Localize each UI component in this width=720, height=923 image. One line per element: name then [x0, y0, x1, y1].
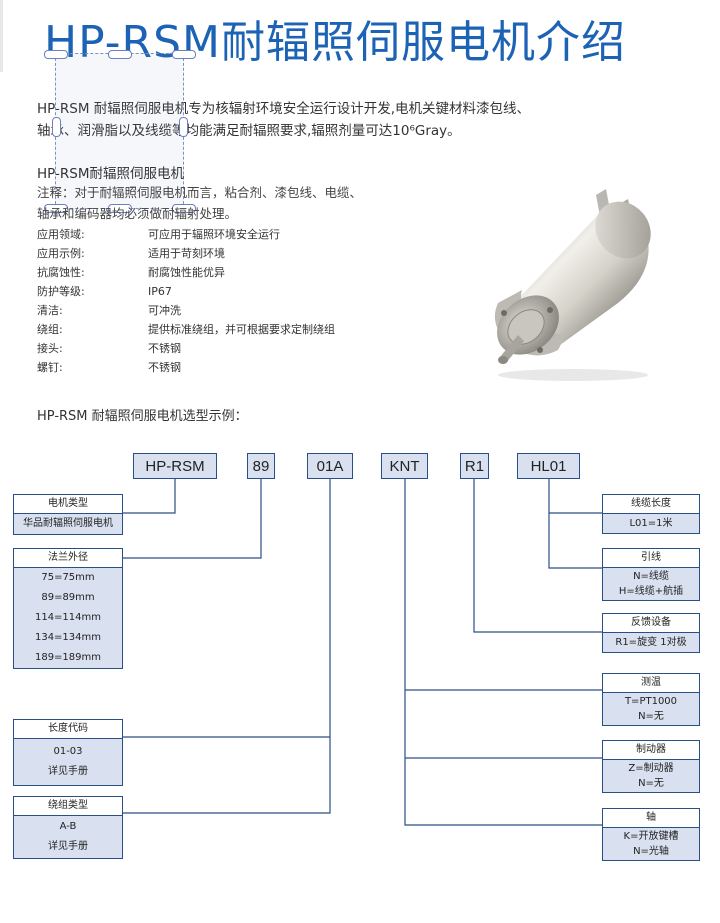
- spec-value: 不锈钢: [148, 361, 181, 374]
- info-box-line: A-B: [59, 821, 77, 832]
- spec-value: 不锈钢: [148, 342, 181, 355]
- page-title: HP-RSM耐辐照伺服电机介绍: [44, 17, 626, 68]
- info-box-line: Z=制动器: [628, 763, 674, 774]
- intro-line: HP-RSM 耐辐照伺服电机专为核辐射环境安全运行设计开发,电机关键材料漆包线、: [37, 101, 531, 117]
- info-box-line: K=开放键槽: [623, 831, 679, 842]
- info-box-line: 详见手册: [48, 766, 88, 777]
- spec-value: IP67: [148, 285, 172, 298]
- spec-key: 清洁:: [37, 304, 63, 317]
- spec-list: 应用领域: 可应用于辐照环境安全运行 应用示例: 适用于苛刻环境 抗腐蚀性: 耐腐蚀性…: [37, 225, 367, 377]
- spec-row: 应用领域: 可应用于辐照环境安全运行: [37, 225, 367, 244]
- note-line: 注释：对于耐辐照伺服电机而言，粘合剂、漆包线、电缆、: [37, 185, 363, 200]
- spec-value: 可应用于辐照环境安全运行: [148, 228, 280, 241]
- selection-example-title: HP-RSM 耐辐照伺服电机选型示例：: [37, 409, 248, 424]
- info-box-line: 详见手册: [48, 841, 88, 852]
- section-title: HP-RSM耐辐照伺服电机: [37, 166, 184, 182]
- spec-value: 耐腐蚀性能优异: [148, 266, 225, 279]
- info-box-cable-length: 线缆长度 L01=1米: [602, 494, 700, 534]
- resize-handle-top-left[interactable]: [44, 50, 68, 59]
- info-box-line: N=无: [638, 778, 664, 789]
- info-box-header: 反馈设备: [603, 614, 699, 633]
- spec-value: 可冲洗: [148, 304, 181, 317]
- info-box-motor-type: 电机类型 华品耐辐照伺服电机: [13, 494, 123, 535]
- resize-handle-bottom-left[interactable]: [44, 204, 68, 213]
- resize-handle-bottom[interactable]: [108, 204, 132, 213]
- spec-row: 绕组: 提供标准绕组，并可根据要求定制绕组: [37, 320, 367, 339]
- spec-key: 接头:: [37, 342, 63, 355]
- info-box-line: 华品耐辐照伺服电机: [23, 518, 113, 529]
- info-box-winding-type: 绕组类型 A-B 详见手册: [13, 796, 123, 859]
- note-paragraph: 注释：对于耐辐照伺服电机而言，粘合剂、漆包线、电缆、 轴承和编码器均必须做耐辐射…: [37, 182, 362, 224]
- info-box-header: 引线: [603, 549, 699, 568]
- servo-motor-image: [494, 189, 651, 381]
- info-box-line: T=PT1000: [624, 696, 678, 707]
- info-box-line: 189=189mm: [34, 652, 102, 663]
- code-cable: HL01: [517, 453, 580, 479]
- resize-handle-top[interactable]: [108, 50, 132, 59]
- info-box-header: 绕组类型: [14, 797, 122, 816]
- selection-frame[interactable]: [44, 50, 196, 213]
- intro-line: 轴承、润滑脂以及线缆等均能满足耐辐照要求,辐照剂量可达10⁶Gray。: [37, 123, 461, 139]
- note-line: 轴承和编码器均必须做耐辐射处理。: [37, 206, 238, 221]
- info-box-line: H=线缆+航插: [618, 586, 684, 597]
- resize-handle-right[interactable]: [179, 117, 188, 137]
- info-box-shaft: 轴 K=开放键槽 N=光轴: [602, 808, 700, 861]
- code-options: KNT: [381, 453, 428, 479]
- info-box-header: 轴: [603, 809, 699, 828]
- code-flange: 89: [247, 453, 275, 479]
- info-box-length-code: 长度代码 01-03 详见手册: [13, 719, 123, 786]
- info-box-header: 法兰外径: [14, 549, 122, 568]
- spec-value: 提供标准绕组，并可根据要求定制绕组: [148, 323, 335, 336]
- info-box-header: 电机类型: [14, 495, 122, 514]
- spec-key: 绕组:: [37, 323, 63, 336]
- info-box-line: R1=旋变 1对极: [615, 637, 687, 648]
- info-box-flange: 法兰外径 75=75mm 89=89mm 114=114mm 134=134mm…: [13, 548, 123, 669]
- spec-key: 应用示例:: [37, 247, 85, 260]
- spec-row: 清洁: 可冲洗: [37, 301, 367, 320]
- info-box-line: 134=134mm: [34, 632, 102, 643]
- info-box-lead: 引线 N=线缆 H=线缆+航插: [602, 548, 700, 601]
- spec-row: 螺钉: 不锈钢: [37, 358, 367, 377]
- code-motor-series: HP-RSM: [133, 453, 217, 479]
- intro-paragraph: HP-RSM 耐辐照伺服电机专为核辐射环境安全运行设计开发,电机关键材料漆包线、…: [37, 98, 697, 142]
- info-box-line: 89=89mm: [41, 592, 95, 603]
- spec-key: 抗腐蚀性:: [37, 266, 85, 279]
- spec-key: 防护等级:: [37, 285, 85, 298]
- info-box-header: 长度代码: [14, 720, 122, 739]
- info-box-header: 测温: [603, 674, 699, 693]
- info-box-line: N=线缆: [633, 571, 669, 582]
- spec-value: 适用于苛刻环境: [148, 247, 225, 260]
- info-box-line: 01-03: [53, 746, 83, 757]
- resize-handle-top-right[interactable]: [172, 50, 196, 59]
- spec-row: 接头: 不锈钢: [37, 339, 367, 358]
- page-edge-rule: [0, 0, 3, 72]
- info-box-temperature: 测温 T=PT1000 N=无: [602, 673, 700, 726]
- spec-row: 防护等级: IP67: [37, 282, 367, 301]
- spec-row: 抗腐蚀性: 耐腐蚀性能优异: [37, 263, 367, 282]
- info-box-header: 制动器: [603, 741, 699, 760]
- spec-key: 应用领域:: [37, 228, 85, 241]
- info-box-brake: 制动器 Z=制动器 N=无: [602, 740, 700, 793]
- info-box-feedback: 反馈设备 R1=旋变 1对极: [602, 613, 700, 653]
- info-box-line: N=无: [638, 711, 664, 722]
- code-length: 01A: [307, 453, 353, 479]
- spec-key: 螺钉:: [37, 361, 63, 374]
- info-box-line: N=光轴: [633, 846, 669, 857]
- info-box-line: 75=75mm: [41, 572, 95, 583]
- resize-handle-left[interactable]: [52, 117, 61, 137]
- info-box-line: L01=1米: [629, 518, 673, 529]
- info-box-line: 114=114mm: [34, 612, 102, 623]
- spec-row: 应用示例: 适用于苛刻环境: [37, 244, 367, 263]
- info-box-header: 线缆长度: [603, 495, 699, 514]
- code-feedback: R1: [460, 453, 489, 479]
- resize-handle-bottom-right[interactable]: [172, 204, 196, 213]
